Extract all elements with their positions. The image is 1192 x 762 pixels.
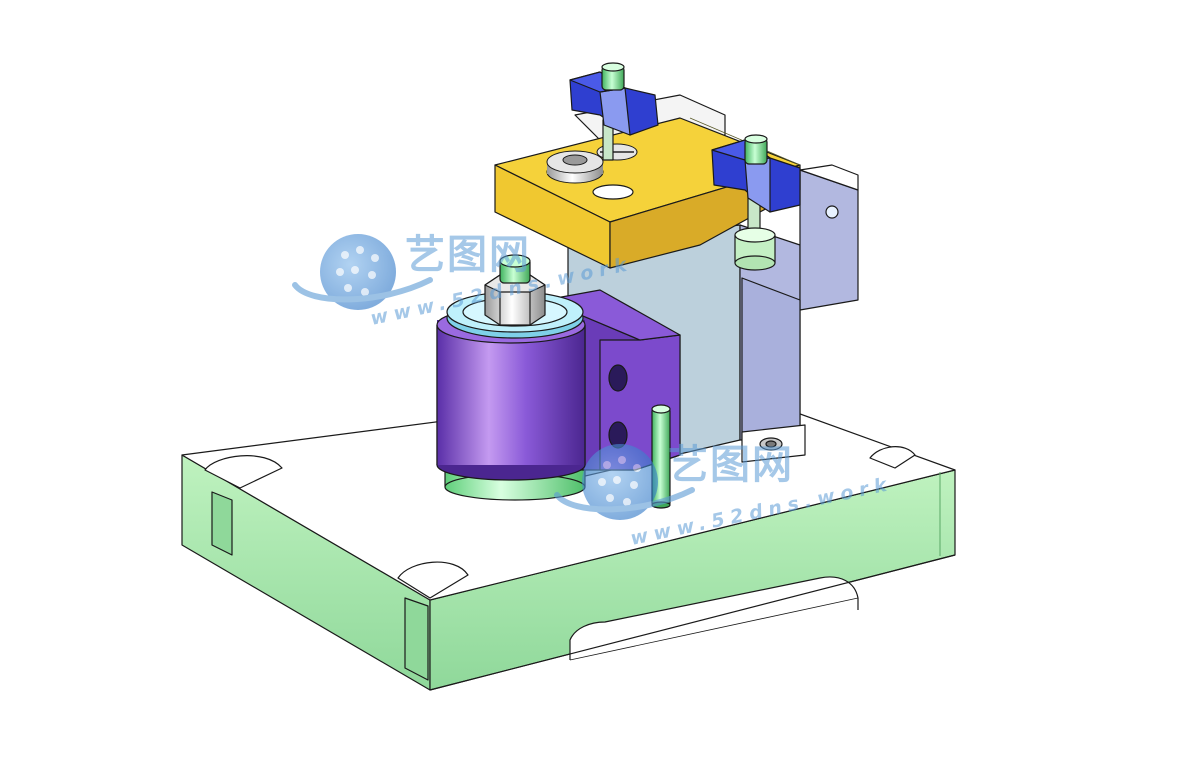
wing-nut-right xyxy=(711,134,801,271)
wing-nut-left xyxy=(569,62,659,161)
watermark-globe-icon xyxy=(292,234,433,310)
cap-screws xyxy=(546,143,638,184)
hex-nut xyxy=(484,254,546,326)
purple-hole-top xyxy=(608,364,628,392)
watermark-globe-icon-2 xyxy=(554,444,695,520)
purple-clamp-body xyxy=(436,289,681,501)
base-slot-front xyxy=(397,561,469,599)
base-slot-left xyxy=(204,455,283,489)
bracket-hole xyxy=(825,205,839,219)
watermark-title: 艺图网 xyxy=(405,232,531,278)
side-bracket xyxy=(799,169,859,311)
base-relief-cut xyxy=(569,576,859,660)
base-slot-right xyxy=(869,446,916,469)
watermark-title-2: 艺图网 xyxy=(668,442,794,488)
